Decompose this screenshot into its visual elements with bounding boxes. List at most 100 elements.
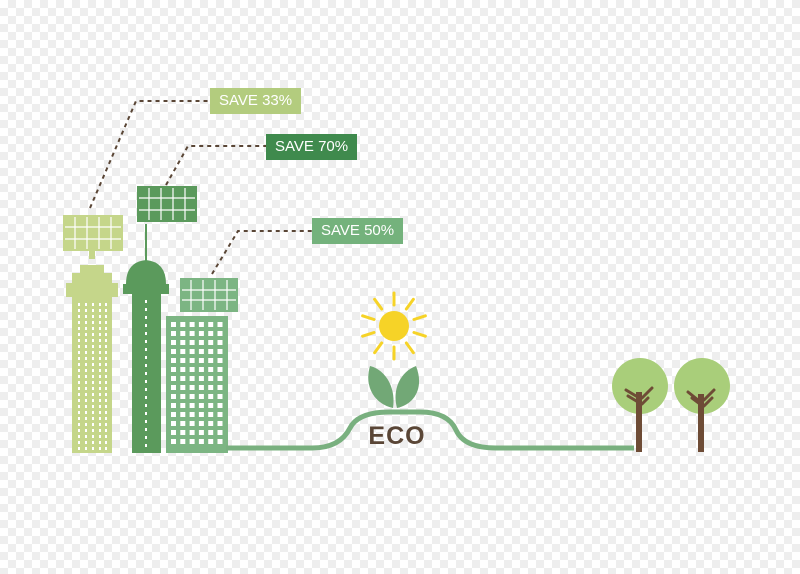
window xyxy=(217,322,223,327)
window xyxy=(180,367,186,372)
window xyxy=(171,385,176,390)
window xyxy=(198,403,204,408)
sun-ray xyxy=(373,341,384,355)
window xyxy=(217,403,223,408)
window xyxy=(180,385,186,390)
window xyxy=(208,421,214,426)
window xyxy=(171,322,176,327)
window xyxy=(180,376,186,381)
window xyxy=(189,376,195,381)
office-building xyxy=(166,316,228,453)
window xyxy=(189,403,195,408)
window xyxy=(217,439,223,444)
window xyxy=(189,412,195,417)
window xyxy=(171,349,176,354)
window xyxy=(198,367,204,372)
window xyxy=(180,394,186,399)
window xyxy=(198,331,204,336)
window xyxy=(171,358,176,363)
window xyxy=(217,421,223,426)
window xyxy=(208,439,214,444)
window xyxy=(198,349,204,354)
window xyxy=(180,349,186,354)
window xyxy=(208,349,214,354)
window xyxy=(171,403,176,408)
window xyxy=(180,322,186,327)
window xyxy=(171,421,176,426)
window xyxy=(189,421,195,426)
sun-ray xyxy=(412,314,427,322)
window xyxy=(217,349,223,354)
window xyxy=(208,412,214,417)
window xyxy=(189,358,195,363)
sprout-icon xyxy=(368,366,420,408)
tree-icon xyxy=(674,358,730,452)
sun-ray xyxy=(361,314,376,322)
window xyxy=(180,439,186,444)
window xyxy=(217,376,223,381)
window xyxy=(198,439,204,444)
save-50-label: SAVE 50% xyxy=(312,218,404,244)
eco-label: ECO xyxy=(368,422,426,450)
window xyxy=(171,367,176,372)
window xyxy=(198,322,204,327)
sun-ray xyxy=(412,330,427,338)
window xyxy=(208,340,214,345)
window xyxy=(189,322,195,327)
window xyxy=(217,340,223,345)
window xyxy=(180,412,186,417)
window xyxy=(217,367,223,372)
window xyxy=(217,331,223,336)
window xyxy=(208,430,214,435)
window xyxy=(189,331,195,336)
window xyxy=(198,430,204,435)
window xyxy=(180,403,186,408)
window xyxy=(171,376,176,381)
window xyxy=(208,385,214,390)
window xyxy=(198,412,204,417)
window xyxy=(217,358,223,363)
window xyxy=(171,412,176,417)
window xyxy=(189,349,195,354)
window xyxy=(198,385,204,390)
window xyxy=(189,367,195,372)
window xyxy=(189,439,195,444)
window xyxy=(171,394,176,399)
window xyxy=(171,331,176,336)
sun-ray xyxy=(373,297,384,311)
road xyxy=(226,409,634,451)
solar-panel-icon xyxy=(137,186,197,222)
solar-panel-icon xyxy=(180,278,238,312)
window xyxy=(180,340,186,345)
save-70-label: SAVE 70% xyxy=(266,134,358,160)
window xyxy=(208,367,214,372)
window xyxy=(208,322,214,327)
window xyxy=(208,394,214,399)
sun-ray xyxy=(404,297,415,311)
window xyxy=(198,376,204,381)
light-skyscraper xyxy=(66,265,118,453)
window xyxy=(180,331,186,336)
window xyxy=(171,340,176,345)
window xyxy=(217,385,223,390)
window xyxy=(217,394,223,399)
solar-panel-icon xyxy=(63,215,123,259)
window xyxy=(198,421,204,426)
window xyxy=(208,358,214,363)
window xyxy=(208,403,214,408)
sun-ray xyxy=(404,341,415,355)
window xyxy=(208,376,214,381)
window xyxy=(198,340,204,345)
window xyxy=(189,340,195,345)
window xyxy=(198,358,204,363)
window xyxy=(189,394,195,399)
save-33-label: SAVE 33% xyxy=(210,88,302,114)
tree-icon xyxy=(612,358,668,452)
sun-icon xyxy=(361,291,427,361)
window xyxy=(180,430,186,435)
dark-tower xyxy=(123,224,169,453)
window xyxy=(189,385,195,390)
window xyxy=(208,331,214,336)
window xyxy=(217,412,223,417)
